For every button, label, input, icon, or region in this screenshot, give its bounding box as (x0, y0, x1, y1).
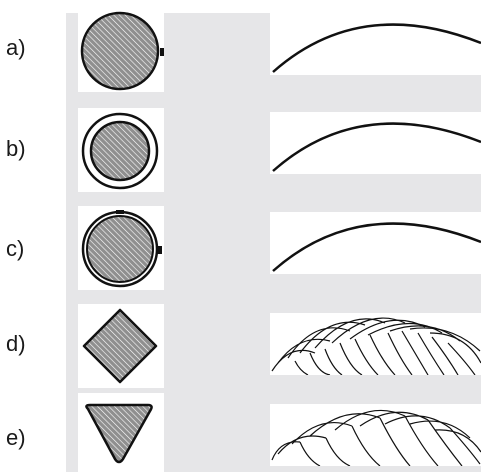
disc-ring-icon (81, 112, 159, 190)
overlapping-arcs-path (271, 317, 481, 375)
path-c (270, 212, 481, 274)
path-e (270, 404, 481, 466)
triangle-icon (85, 403, 153, 464)
path-b (270, 112, 481, 174)
row-label-e: e) (6, 425, 26, 450)
single-arc-path (272, 122, 481, 172)
single-arc-path (272, 23, 481, 73)
single-arc-path (272, 222, 481, 272)
disc-close-ring-icon (81, 210, 162, 288)
row-label-b: b) (6, 136, 26, 161)
solid-disc-icon (80, 11, 164, 91)
shape-c (78, 206, 164, 290)
row-label-c: c) (6, 236, 25, 261)
shape-b (78, 108, 164, 192)
diamond-icon (82, 308, 158, 384)
overlapping-arcs-path (271, 409, 481, 466)
row-label-a: a) (6, 35, 26, 60)
path-d (270, 313, 481, 375)
shape-a (78, 8, 164, 92)
path-a (270, 13, 481, 75)
shape-e (78, 393, 164, 472)
shape-d (78, 304, 164, 388)
row-label-d: d) (6, 331, 26, 356)
